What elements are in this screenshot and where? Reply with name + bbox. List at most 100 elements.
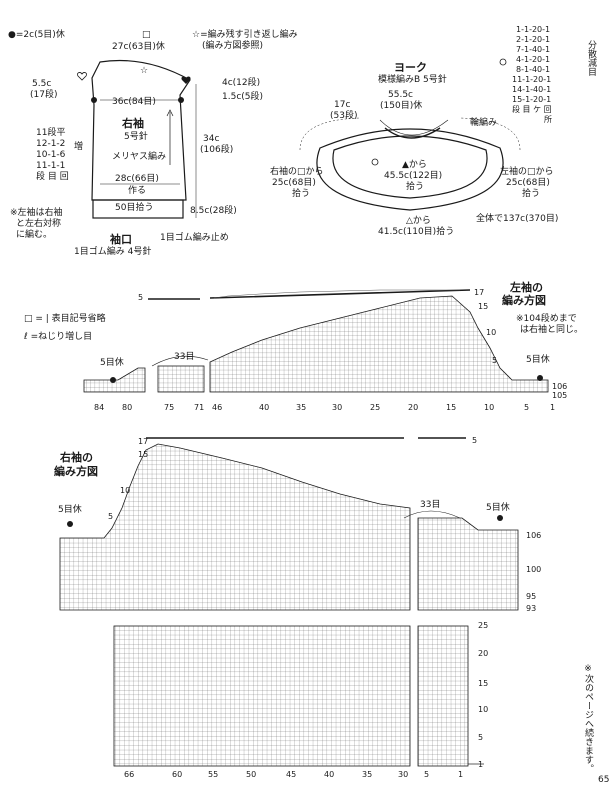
cuff-title: 袖口 (110, 233, 132, 246)
right-col-55: 55 (208, 770, 219, 779)
sleeve-length-2: (106段) (200, 145, 234, 155)
sleeve-star: ☆ (140, 66, 149, 76)
right-top-15: 15 (138, 450, 149, 459)
yoke-right-pick-3: 拾う (292, 189, 311, 199)
left-col-1: 1 (550, 403, 556, 412)
dec-row-5: 8-1-40-1 (516, 65, 551, 74)
sleeve-increase-label: 増 (74, 142, 84, 152)
sleeve-lower-width: 28c(66目) (115, 174, 159, 184)
left-chart-mid-count: 33目 (174, 352, 195, 362)
yoke-left-pick-3: 拾う (522, 189, 541, 199)
sleeve-right-gauge-1: 4c(12段) (222, 78, 261, 88)
dec-row-1: 1-1-20-1 (516, 25, 551, 34)
sleeve-left-gauge-2: (17段) (30, 90, 58, 100)
sleeve-left-gauge-1: 5.5c (32, 79, 52, 89)
yoke-left-pick-2: 25c(68目) (506, 178, 550, 188)
right-top-10: 10 (120, 486, 131, 495)
yoke-pattern: 模様編みB 5号針 (378, 75, 447, 85)
dec-label: 分散減目 (586, 40, 596, 76)
sleeve-inc-row-2: 12-1-2 (36, 139, 66, 149)
yoke-title: ヨーク (394, 61, 427, 74)
right-col-40: 40 (324, 770, 335, 779)
sleeve-stitch: メリヤス編み (112, 152, 167, 162)
yoke-side-width-2: (53段) (330, 111, 358, 121)
sleeve-schematic-shape (91, 59, 197, 219)
right-chart-mid-count: 33目 (420, 500, 441, 510)
right-row-95: 95 (526, 592, 537, 601)
legend-symbol-note: □ = | 表目記号省略 (24, 314, 106, 324)
chart-bind-dots (67, 375, 543, 527)
heart-icon (181, 76, 191, 84)
right-col-66: 66 (124, 770, 135, 779)
dec-row-2: 2-1-20-1 (516, 35, 551, 44)
yoke-pick-delta-1: △から (406, 216, 431, 226)
legend-bind-off: ●=2c(5目)休 (8, 30, 65, 40)
left-col-71: 71 (194, 403, 205, 412)
left-col-30: 30 (332, 403, 343, 412)
sleeve-right-gauge-2: 1.5c(5段) (222, 92, 264, 102)
dec-row-9: 段 目 ケ 回 (512, 105, 552, 114)
left-row-10: 10 (486, 328, 497, 337)
left-chart-bind-left: 5目休 (100, 358, 124, 368)
left-col-25: 25 (370, 403, 381, 412)
right-top-5: 5 (108, 512, 114, 521)
mirror-note-1: ※左袖は右袖 (10, 208, 63, 218)
dec-row-4: 4-1-20-1 (516, 55, 551, 64)
right-top-17: 17 (138, 437, 149, 446)
yoke-ring-label: 輪編み (470, 118, 498, 128)
cuff-rib: 1目ゴム編み 4号針 (74, 247, 152, 257)
yoke-pick-tri-1: ▲から (402, 160, 427, 170)
yoke-right-pick-2: 25c(68目) (272, 178, 316, 188)
yoke-pick-delta-2: 41.5c(110目)拾う (378, 227, 455, 237)
right-top-5b: 5 (472, 436, 478, 445)
left-chart-title-2: 編み方図 (502, 294, 546, 307)
right-col-30: 30 (398, 770, 409, 779)
sleeve-title: 右袖 (122, 117, 144, 130)
sleeve-inc-row-1: 11段平 (36, 128, 66, 138)
left-col-80: 80 (122, 403, 133, 412)
right-chart-bind-right: 5目休 (486, 503, 510, 513)
right-row-1: 1 (478, 760, 484, 769)
yoke-top-width-2: (150目)休 (380, 101, 423, 111)
left-chart-bind-right: 5目休 (526, 355, 550, 365)
sleeve-inc-row-4: 11-1-1 (36, 161, 66, 171)
legend-short-row: ☆=編み残す引き返し編み (192, 30, 298, 40)
left-row-106: 106 (552, 382, 568, 391)
left-chart-note-2: は右袖と同じ。 (520, 325, 584, 335)
yoke-top-width-1: 55.5c (388, 90, 413, 100)
sleeve-lower-width-note: 作る (128, 186, 147, 196)
right-row-100: 100 (526, 565, 542, 574)
sleeve-top-symbol: □ (142, 30, 151, 40)
left-row-17: 17 (474, 288, 485, 297)
continue-note: ※次のページへ続きます。 (583, 664, 593, 773)
cuff-bindoff: 1目ゴム編み止め (160, 233, 229, 243)
right-row-10: 10 (478, 705, 489, 714)
sleeve-pickup: 50目拾う (115, 203, 154, 213)
legend-short-row-note: (編み方図参照) (202, 41, 264, 51)
sleeve-inc-row-3: 10-1-6 (36, 150, 66, 160)
yoke-pick-tri-3: 拾う (406, 182, 425, 192)
dec-row-8: 15-1-20-1 (512, 95, 552, 104)
heart-outline-icon (77, 72, 87, 81)
left-col-10: 10 (484, 403, 495, 412)
yoke-side-width-1: 17c (334, 100, 351, 110)
left-col-46: 46 (212, 403, 223, 412)
right-col-50: 50 (246, 770, 257, 779)
mirror-note-3: に編む。 (16, 230, 53, 240)
dec-circle-icon (371, 58, 507, 166)
right-chart-title-1: 右袖の (60, 451, 93, 464)
sleeve-inc-row-5: 段 目 回 (36, 172, 69, 182)
legend-twist-inc: ℓ =ねじり増し目 (24, 332, 93, 342)
right-row-5: 5 (478, 733, 484, 742)
dec-row-10: 所 (544, 115, 552, 124)
right-chart-bind-left: 5目休 (58, 505, 82, 515)
right-row-106: 106 (526, 531, 542, 540)
left-col-35: 35 (296, 403, 307, 412)
bind-off-dots (9, 32, 184, 103)
right-col-1: 1 (458, 770, 464, 779)
yoke-total: 全体で137c(370目) (476, 214, 559, 224)
right-col-35: 35 (362, 770, 373, 779)
left-col-75: 75 (164, 403, 175, 412)
sleeve-cuff-height: 8.5c(28段) (190, 206, 237, 216)
